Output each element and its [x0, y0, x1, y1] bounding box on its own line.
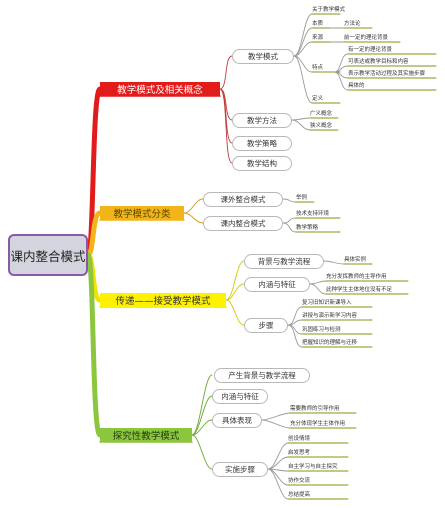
node-connector	[293, 41, 313, 57]
node-connector	[225, 260, 245, 301]
node-teaching-mode[interactable]: 教学模式	[232, 49, 294, 64]
branch-node-transfer-accept[interactable]: 传递——接受教学模式	[100, 293, 226, 307]
node-connector	[293, 55, 313, 104]
leaf-inquiry-step-1: 创设情境	[288, 436, 311, 442]
leaf-step-2: 讲授与演示新学习内容	[302, 313, 358, 319]
leaf-teacher-guide: 需要教师的引导作用	[290, 406, 340, 412]
node-connector	[287, 324, 303, 348]
node-connector	[282, 222, 297, 233]
branch-connector	[85, 252, 103, 438]
branch-label: 教学模式分类	[113, 209, 171, 220]
node-connector	[191, 374, 213, 436]
node-connector	[282, 217, 297, 224]
node-label: 课内整合模式	[220, 219, 266, 228]
node-connector	[309, 280, 327, 285]
node-extracurricular[interactable]: 课外整合模式	[203, 192, 283, 207]
node-label: 教学模式	[248, 52, 278, 61]
node-connector	[267, 468, 289, 500]
leaf-inquiry-step-4: 协作交流	[288, 478, 311, 484]
node-label: 教学策略	[247, 139, 277, 148]
node-connector	[183, 212, 204, 224]
node-connector	[323, 260, 345, 265]
node-connector	[191, 419, 213, 436]
leaf-strategy: 教学策略	[296, 225, 319, 231]
branch-label: 传递——接受教学模式	[115, 296, 211, 307]
leaf-student-subject: 此种学生主体地位没有不足	[326, 287, 393, 293]
node-in-class[interactable]: 课内整合模式	[203, 216, 283, 231]
leaf-student-main: 充分体现学生主体作用	[290, 421, 346, 427]
node-connector	[291, 119, 311, 131]
node-label: 课外整合模式	[220, 195, 266, 204]
leaf-definition: 定义	[312, 96, 324, 102]
node-label: 教学结构	[247, 159, 277, 168]
node-connector	[225, 299, 245, 326]
node-connector	[225, 283, 245, 301]
branch-node-mode-classification[interactable]: 教学模式分类	[100, 206, 184, 220]
node-connector	[309, 283, 327, 295]
node-connector	[261, 412, 291, 421]
node-connector	[287, 324, 303, 335]
leaf-feature-3: 表示教学活动过程及其实施步骤	[348, 71, 426, 77]
node-inquiry-steps[interactable]: 实施步骤	[212, 462, 268, 477]
node-teaching-structure[interactable]: 教学结构	[232, 156, 292, 171]
node-connector	[219, 88, 233, 144]
node-connector	[293, 27, 313, 57]
leaf-inquiry-step-5: 总结提高	[288, 492, 311, 498]
node-connector	[219, 55, 233, 90]
leaf-tech-env: 技术支持环境	[296, 211, 330, 217]
leaf-step-1: 复习旧知识新课导入	[302, 300, 352, 306]
node-connotation[interactable]: 内涵与特征	[244, 277, 310, 292]
node-connector	[291, 117, 311, 121]
leaf-broad: 广义概念	[310, 111, 333, 117]
node-connector	[282, 198, 297, 203]
branch-node-teaching-mode-concepts[interactable]: 教学模式及相关概念	[100, 82, 220, 96]
node-connector	[183, 198, 204, 214]
leaf-inquiry-step-3: 自主学习与自主探究	[288, 464, 338, 470]
leaf-essence: 本质	[312, 21, 324, 27]
node-label: 内涵与特征	[221, 392, 259, 401]
node-connector	[333, 71, 349, 91]
node-label: 教学方法	[247, 116, 277, 125]
leaf-source: 来源	[312, 35, 324, 41]
branch-label: 探究性教学模式	[112, 431, 180, 442]
root-label: 课内整合模式	[10, 248, 86, 264]
node-connector	[261, 419, 291, 429]
leaf-about-mode: 关于教学模式	[312, 7, 346, 13]
node-connector	[191, 434, 213, 470]
leaf-instance: 具体实例	[344, 257, 367, 263]
branch-label: 教学模式及相关概念	[117, 85, 203, 96]
node-connector	[191, 395, 213, 436]
leaf-teacher-lead: 充分发挥教师的主导作用	[326, 274, 387, 280]
leaf-narrow: 狭义概念	[310, 123, 333, 129]
node-background-process[interactable]: 背景与教学流程	[244, 254, 324, 269]
node-inquiry-connotation[interactable]: 内涵与特征	[212, 389, 268, 404]
leaf-source-detail: 前一定的理论背景	[344, 35, 389, 41]
branch-node-inquiry[interactable]: 探究性教学模式	[100, 428, 192, 442]
node-label: 具体表现	[222, 416, 252, 425]
node-teaching-method[interactable]: 教学方法	[232, 113, 292, 128]
node-inquiry-background[interactable]: 产生背景与教学流程	[214, 368, 310, 383]
node-teaching-strategy[interactable]: 教学策略	[232, 136, 292, 151]
node-label: 实施步骤	[225, 465, 255, 474]
leaf-example: 举例	[296, 195, 308, 201]
root-node[interactable]: 课内整合模式	[8, 234, 88, 276]
node-label: 步骤	[258, 321, 274, 330]
node-label: 背景与教学流程	[257, 257, 311, 266]
leaf-features: 特点	[312, 65, 324, 71]
leaf-methodology: 方法论	[344, 21, 361, 27]
node-connector	[267, 442, 289, 470]
leaf-step-4: 把握知识的理解与迁移	[302, 340, 358, 346]
leaf-feature-2: 可表达或教学目标和内容	[348, 59, 409, 65]
leaf-inquiry-step-2: 启发思考	[288, 450, 311, 456]
leaf-feature-1: 有一定的理论背景	[348, 47, 393, 53]
leaf-feature-4: 具体的	[348, 83, 365, 89]
node-label: 产生背景与教学流程	[228, 371, 296, 380]
node-steps[interactable]: 步骤	[244, 318, 288, 333]
node-label: 内涵与特征	[258, 280, 296, 289]
node-inquiry-performance[interactable]: 具体表现	[212, 413, 262, 428]
node-connector	[219, 88, 233, 164]
leaf-step-3: 巩固练习与检测	[302, 327, 341, 333]
